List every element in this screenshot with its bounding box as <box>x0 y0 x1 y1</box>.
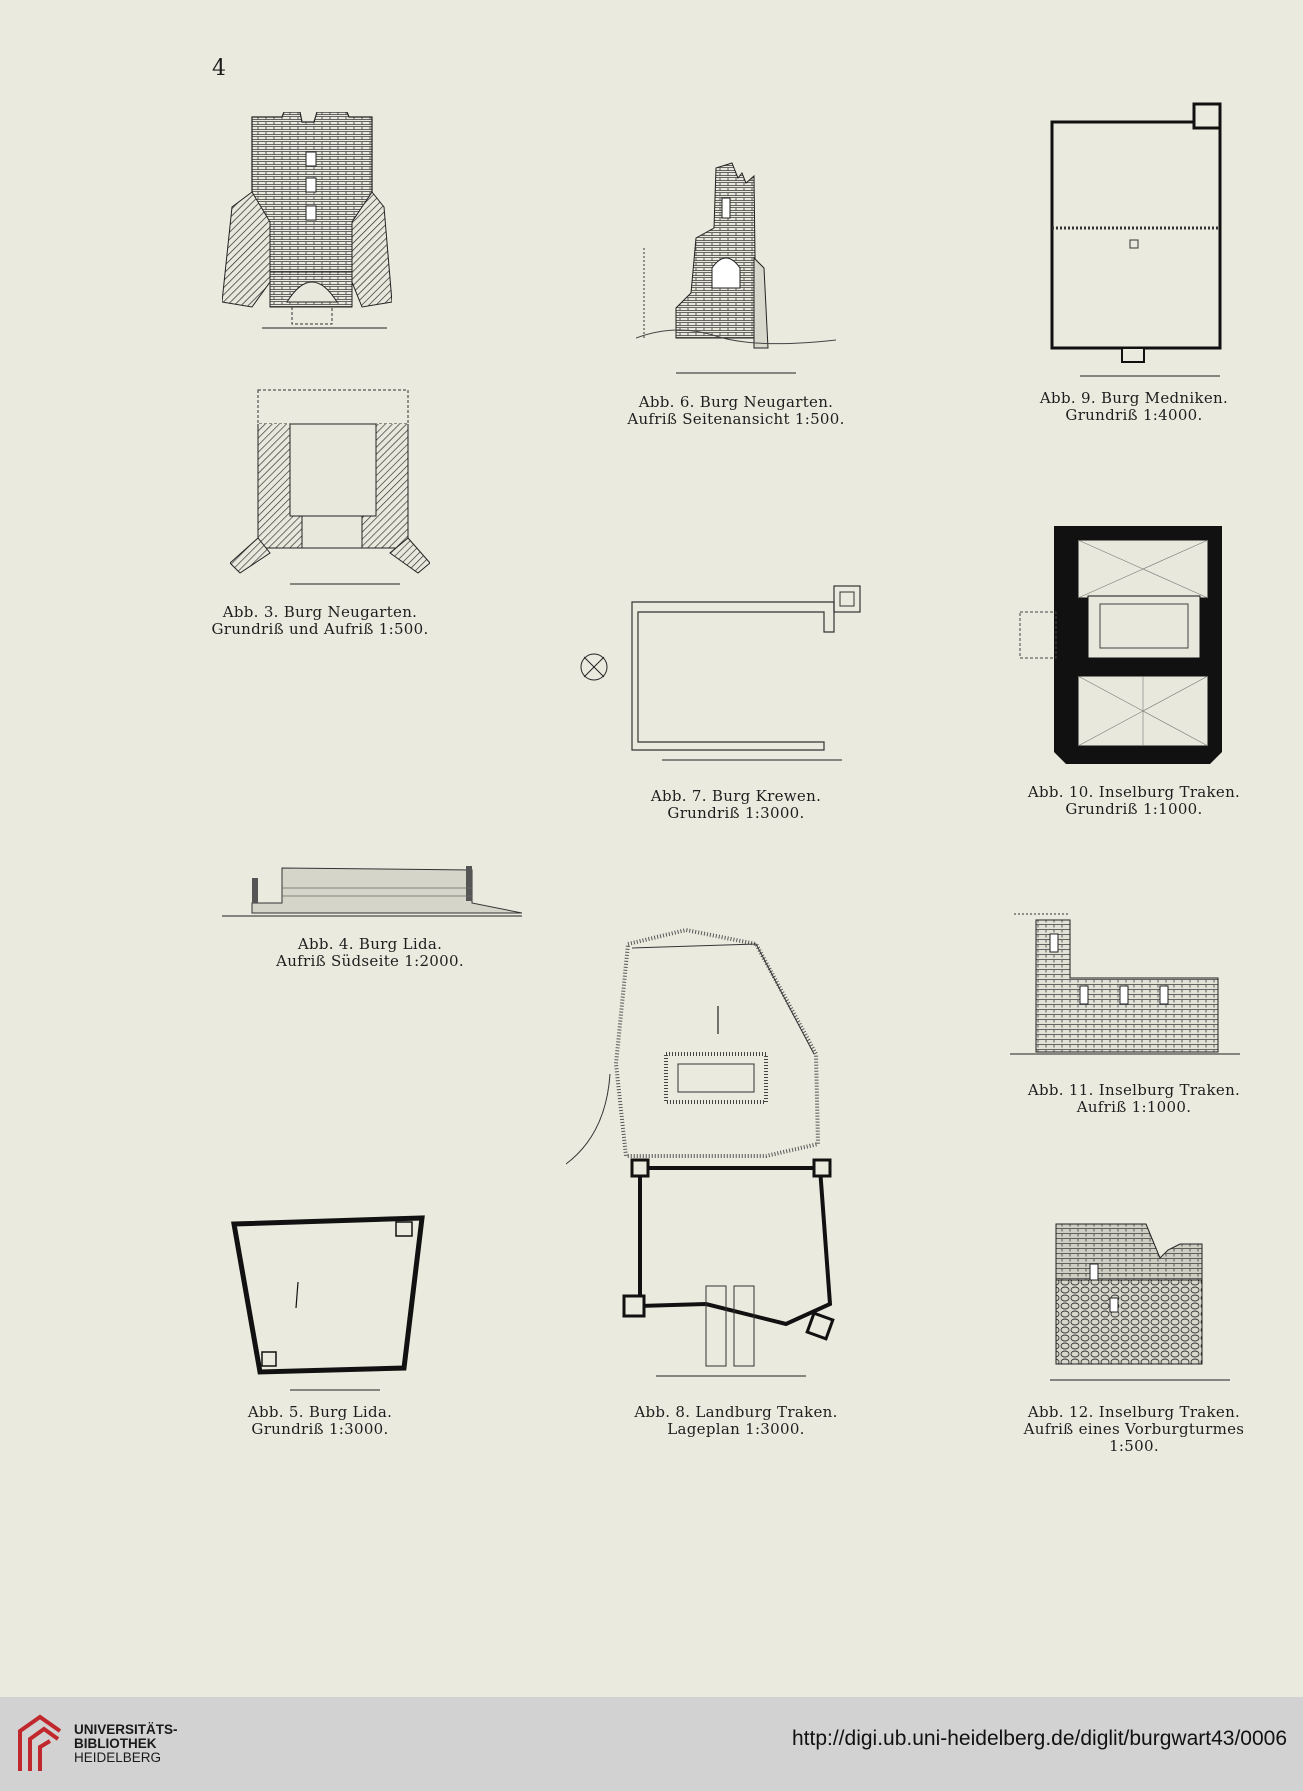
caption-abb4: Abb. 4. Burg Lida. Aufriß Südseite 1:200… <box>276 935 464 970</box>
document-url-link[interactable]: http://digi.ub.uni-heidelberg.de/diglit/… <box>791 1727 1287 1750</box>
figure-abb5-plan <box>230 1212 430 1402</box>
figure-abb11-elevation <box>1010 910 1250 1060</box>
figure-abb7-plan <box>572 582 872 762</box>
caption-abb3: Abb. 3. Burg Neugarten. Grundriß und Auf… <box>211 603 429 638</box>
figure-abb12-elevation <box>1050 1214 1240 1384</box>
page-number: 4 <box>212 56 226 81</box>
caption-abb12: Abb. 12. Inselburg Traken. Aufriß eines … <box>1023 1403 1245 1455</box>
figure-abb4-elevation <box>222 858 522 918</box>
figure-abb3-elevation <box>222 112 392 332</box>
figure-abb9-plan <box>1040 100 1240 390</box>
caption-abb10: Abb. 10. Inselburg Traken. Grundriß 1:10… <box>1027 783 1241 818</box>
viewer-footer: UNIVERSITÄTS- BIBLIOTHEK HEIDELBERG http… <box>0 1697 1303 1791</box>
figure-abb6-elevation <box>636 158 836 378</box>
scanned-page: 4 <box>211 56 1250 1455</box>
caption-abb5: Abb. 5. Burg Lida. Grundriß 1:3000. <box>247 1403 393 1438</box>
figure-abb10-plan <box>996 522 1246 772</box>
figure-abb3-plan <box>230 388 430 588</box>
library-logo-icon[interactable] <box>14 1711 70 1777</box>
figure-abb8-siteplan <box>566 924 866 1384</box>
caption-abb9: Abb. 9. Burg Medniken. Grundriß 1:4000. <box>1039 389 1229 424</box>
caption-abb8: Abb. 8. Landburg Traken. Lageplan 1:3000… <box>634 1403 838 1438</box>
caption-abb6: Abb. 6. Burg Neugarten. Aufriß Seitenans… <box>627 393 845 428</box>
caption-abb7: Abb. 7. Burg Krewen. Grundriß 1:3000. <box>650 787 822 822</box>
caption-abb11: Abb. 11. Inselburg Traken. Aufriß 1:1000… <box>1027 1081 1241 1116</box>
library-name[interactable]: UNIVERSITÄTS- BIBLIOTHEK HEIDELBERG <box>74 1722 178 1765</box>
